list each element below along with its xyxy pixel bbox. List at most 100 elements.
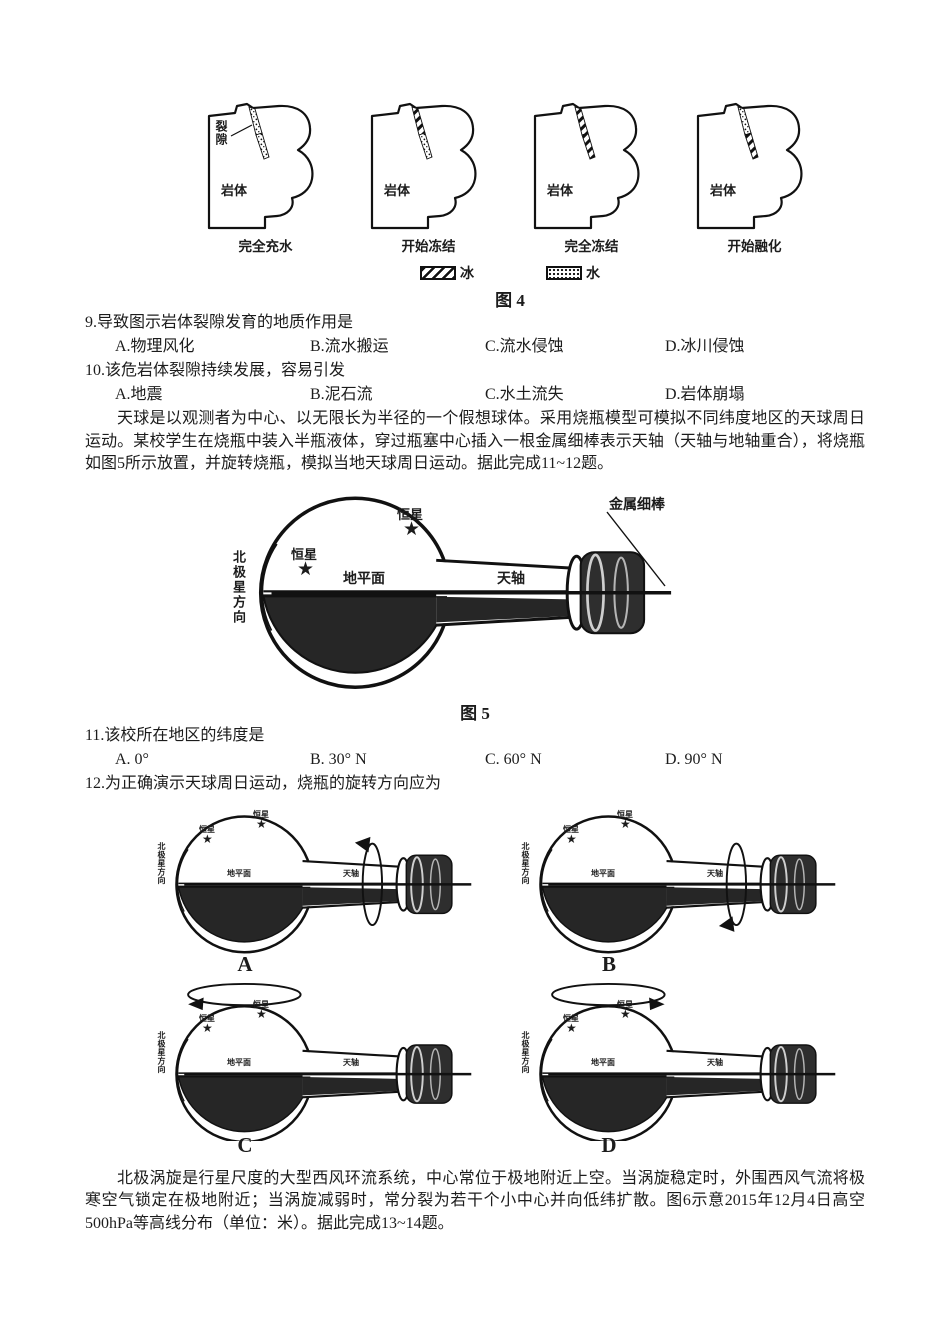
choice-letter-b: B — [601, 951, 616, 976]
star-icon: ★ — [403, 518, 421, 540]
star-label: 恒星 — [563, 1013, 579, 1023]
legend-label-ice: 冰 — [460, 267, 474, 282]
celestial-axis-label: 天轴 — [707, 868, 723, 878]
rotation-arrow — [725, 842, 748, 926]
legend-item-ice: 冰 — [420, 263, 474, 283]
figure5: 北极星方向 恒星 ★ 恒星 ★ 地平面 天轴 金属细棒 — [225, 478, 725, 696]
star-label: 恒星 — [199, 824, 215, 834]
horizon-label: 地平面 — [227, 1057, 251, 1067]
ice-legend-swatch — [420, 266, 456, 280]
figure4-panels: 裂隙 岩体 完全充水 岩体 开始冻结 岩体 — [195, 98, 825, 255]
rock-diagram — [533, 102, 640, 230]
option-10c: C.水土流失 — [485, 386, 564, 403]
passage-11-12: 天球是以观测者为中心、以无限长为半径的一个假想球体。采用烧瓶模型可模拟不同纬度地… — [85, 410, 865, 472]
star-label: 恒星 — [617, 999, 633, 1009]
star-label: 恒星 — [397, 506, 424, 522]
rotation-arrow — [361, 842, 384, 926]
polaris-direction-label: 北极星方向 — [157, 1030, 166, 1074]
panel-caption: 完全充水 — [238, 239, 293, 254]
question-11-stem: 11.该校所在地区的纬度是 — [85, 726, 265, 744]
panel-caption: 完全冻结 — [564, 239, 619, 254]
figure4-caption: 图 4 — [495, 291, 525, 310]
question-10-stem: 10.该危岩体裂隙持续发展，容易引发 — [85, 362, 346, 379]
option-11b: B. 30° N — [310, 750, 367, 768]
star-label: 恒星 — [253, 999, 269, 1009]
question-9-options: A.物理风化 B.流水搬运 C.流水侵蚀 D.冰川侵蚀 — [85, 335, 865, 359]
legend-label-water: 水 — [586, 267, 600, 282]
flask-diagram-c — [175, 982, 473, 1141]
crack-leader-line — [230, 124, 253, 137]
figure4-legend: 冰 水 — [195, 263, 825, 283]
flask-diagram-b — [539, 814, 837, 954]
celestial-axis-label: 天轴 — [343, 868, 359, 878]
option-figure-d: 北极星方向 恒星 ★ 恒星 ★ 地平面 天轴 D — [519, 981, 849, 1158]
star-label: 恒星 — [291, 546, 318, 562]
rock-panel-2: 岩体 开始冻结 — [358, 98, 499, 255]
star-icon: ★ — [256, 816, 267, 831]
flask-diagram-a — [175, 814, 473, 954]
option-9d: D.冰川侵蚀 — [665, 338, 745, 355]
celestial-axis-label: 天轴 — [497, 571, 525, 587]
rotation-arrow — [551, 982, 666, 1006]
rock-panel-3: 岩体 完全冻结 — [521, 98, 662, 255]
legend-item-water: 水 — [546, 263, 600, 283]
option-11d: D. 90° N — [665, 750, 723, 768]
rotation-arrowhead — [718, 915, 735, 932]
horizon-label: 地平面 — [227, 868, 251, 878]
horizon-label: 地平面 — [591, 868, 615, 878]
passage-13-14: 北极涡旋是行星尺度的大型西风环流系统，中心常位于极地附近上空。当涡旋稳定时，外围… — [85, 1169, 865, 1232]
question-12-stem: 12.为正确演示天球周日运动，烧瓶的旋转方向应为 — [85, 774, 442, 792]
star-label: 恒星 — [563, 824, 579, 834]
polaris-direction-label: 北极星方向 — [521, 1030, 530, 1074]
question-10-options: A.地震 B.泥石流 C.水土流失 D.岩体崩塌 — [85, 383, 865, 407]
option-10a: A.地震 — [115, 386, 163, 403]
figure4: 裂隙 岩体 完全充水 岩体 开始冻结 岩体 — [195, 98, 825, 311]
star-icon: ★ — [566, 1020, 577, 1035]
polaris-direction-label: 北极星方向 — [157, 841, 166, 885]
rock-label: 岩体 — [221, 183, 248, 198]
panel-caption: 开始融化 — [727, 239, 782, 254]
rotation-arrowhead — [188, 996, 204, 1010]
question-12-option-figures: 北极星方向 恒星 ★ 恒星 ★ 地平面 天轴 A 北极星方向 恒星 ★ 恒星 ★… — [155, 800, 865, 1158]
star-label: 恒星 — [199, 1013, 215, 1023]
choice-letter-a: A — [237, 951, 253, 976]
question-9-stem: 9.导致图示岩体裂隙发育的地质作用是 — [85, 314, 354, 331]
horizon-label: 地平面 — [343, 571, 385, 587]
option-9a: A.物理风化 — [115, 338, 195, 355]
panel-caption: 开始冻结 — [401, 239, 456, 254]
rotation-arrowhead — [354, 836, 371, 852]
star-icon: ★ — [566, 831, 577, 846]
option-9c: C.流水侵蚀 — [485, 338, 564, 355]
rock-diagram — [207, 102, 314, 230]
choice-letter-d: D — [601, 1132, 617, 1157]
option-11c: C. 60° N — [485, 750, 542, 768]
star-icon: ★ — [297, 558, 315, 580]
polaris-direction-label: 北极星方向 — [231, 549, 246, 625]
rock-panel-4: 岩体 开始融化 — [684, 98, 825, 255]
rock-diagram — [696, 102, 803, 230]
horizon-label: 地平面 — [591, 1057, 615, 1067]
star-icon: ★ — [620, 1006, 631, 1021]
star-label: 恒星 — [253, 809, 269, 819]
star-icon: ★ — [202, 831, 213, 846]
crack-label: 裂隙 — [214, 120, 228, 146]
figure5-caption: 图 5 — [460, 703, 490, 723]
star-label: 恒星 — [617, 809, 633, 819]
celestial-axis-label: 天轴 — [707, 1057, 723, 1067]
option-11a: A. 0° — [115, 750, 149, 768]
choice-letter-c: C — [237, 1132, 253, 1157]
star-icon: ★ — [202, 1020, 213, 1035]
celestial-axis-label: 天轴 — [343, 1057, 359, 1067]
rotation-arrowhead — [649, 996, 665, 1010]
option-10b: B.泥石流 — [310, 386, 373, 403]
question-11-options: A. 0° B. 30° N C. 60° N D. 90° N — [85, 748, 865, 772]
rock-label: 岩体 — [547, 183, 574, 198]
polaris-direction-label: 北极星方向 — [521, 841, 530, 885]
option-figure-b: 北极星方向 恒星 ★ 恒星 ★ 地平面 天轴 B — [519, 800, 849, 977]
rock-label: 岩体 — [384, 183, 411, 198]
metal-rod-label: 金属细棒 — [609, 497, 665, 513]
rock-label: 岩体 — [710, 183, 737, 198]
flask-diagram-d — [539, 982, 837, 1141]
star-icon: ★ — [256, 1006, 267, 1021]
